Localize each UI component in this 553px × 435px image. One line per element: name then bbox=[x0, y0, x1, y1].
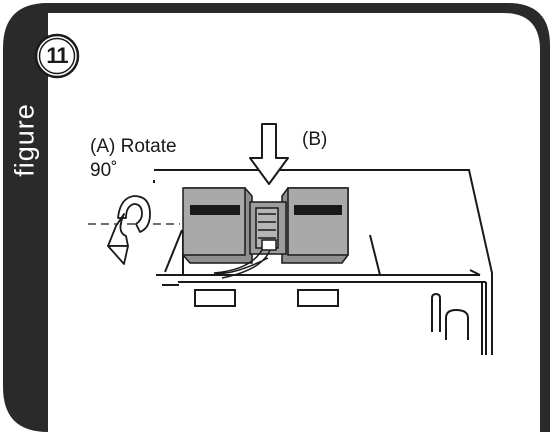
right-block-slot bbox=[294, 205, 342, 215]
curved-rotate-arrow-icon bbox=[107, 195, 151, 265]
left-connector-block bbox=[182, 187, 253, 264]
figure-number: 11 bbox=[46, 43, 68, 68]
figure-number-badge bbox=[34, 33, 80, 79]
appliance-outline bbox=[153, 169, 493, 355]
center-coupler bbox=[249, 201, 287, 255]
degrees-label: 90˚ bbox=[90, 160, 118, 181]
down-arrow-icon bbox=[249, 123, 289, 185]
push-label: (B) bbox=[302, 129, 328, 150]
badge-inner-ring bbox=[38, 37, 76, 75]
figure-label: figure bbox=[9, 103, 40, 177]
wire bbox=[213, 249, 271, 279]
rotate-label: (A) Rotate bbox=[90, 136, 177, 157]
left-block-slot bbox=[190, 205, 240, 215]
right-connector-block bbox=[281, 187, 349, 264]
